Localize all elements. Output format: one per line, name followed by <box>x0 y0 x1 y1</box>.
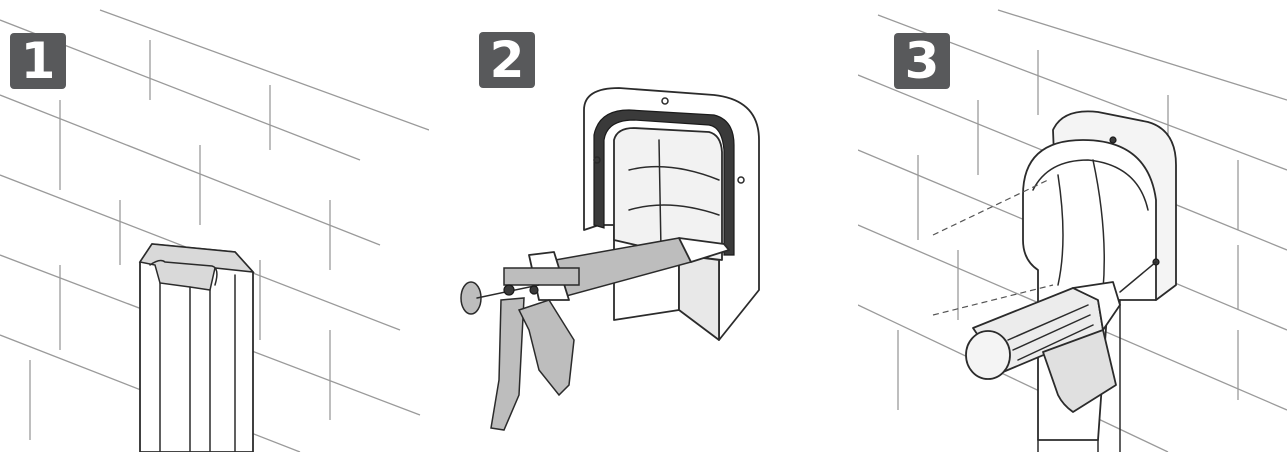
step-number-badge: 2 <box>479 32 535 88</box>
installed-wall-cover <box>1022 110 1177 452</box>
guide-line-upper <box>932 179 1049 236</box>
electric-drill <box>965 261 1157 413</box>
step-3-panel: 3 <box>858 0 1287 452</box>
guide-line-lower <box>932 284 1054 316</box>
step-1-illustration <box>0 9 429 452</box>
step-1-panel: 1 <box>0 0 429 452</box>
caulking-gun <box>460 237 730 431</box>
step-3-illustration <box>858 9 1287 452</box>
step-2-panel: 2 <box>429 0 858 452</box>
step-2-illustration <box>460 87 760 431</box>
duct-profile <box>138 243 255 452</box>
step-number-badge: 1 <box>10 33 66 89</box>
step-number-badge: 3 <box>894 33 950 89</box>
wall-cover-fitting <box>583 87 760 341</box>
